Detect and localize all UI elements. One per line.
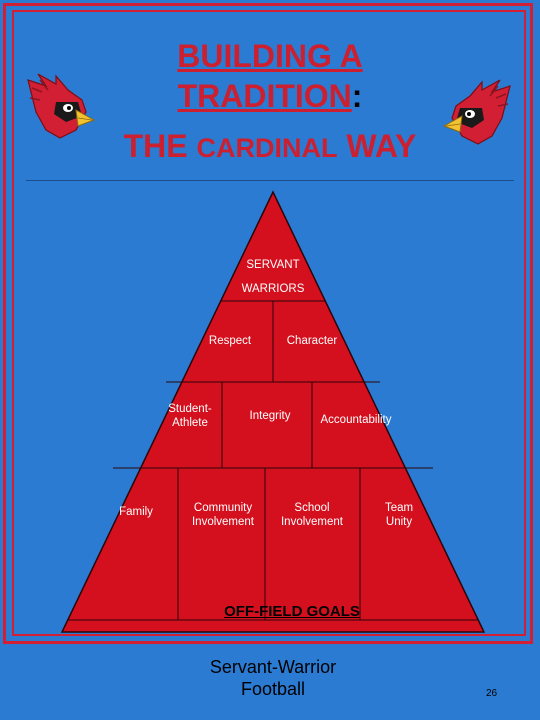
apex-label-servant: SERVANT	[246, 259, 300, 271]
footer-line-1: Servant-Warrior	[209, 657, 337, 677]
pyramid-cell-community-involvement: Community Involvement	[191, 502, 254, 528]
title-line-3: THE CARDINAL WAY	[0, 128, 540, 165]
pyramid-cell-team-unity: Team Unity	[384, 502, 414, 528]
title-colon: :	[351, 78, 363, 114]
pyramid-diagram	[60, 190, 486, 633]
title-line-2: TRADITION:	[0, 78, 540, 115]
title-line-1: BUILDING A	[177, 38, 363, 74]
cardinal-head-icon-left	[27, 73, 96, 139]
pyramid-cell-accountability: Accountability	[320, 414, 392, 426]
title-the: THE	[123, 128, 197, 164]
pyramid-cell-family: Family	[119, 506, 153, 518]
footer-line-2: Football	[240, 679, 306, 699]
off-field-goals-label: OFF-FIELD GOALS	[224, 603, 360, 620]
pyramid-grid-lines	[68, 300, 478, 621]
pyramid-cell-integrity: Integrity	[249, 410, 291, 422]
pyramid-cell-respect: Respect	[208, 335, 252, 347]
outer-border	[3, 3, 533, 644]
title-way: WAY	[337, 128, 417, 164]
slide-number: 26	[486, 688, 498, 699]
title-cardinal: CARDINAL	[196, 133, 338, 163]
title-divider	[26, 180, 514, 181]
title-tradition: TRADITION	[177, 78, 352, 114]
inner-border	[12, 10, 526, 636]
footer-caption: Servant-Warrior Football	[0, 656, 540, 700]
pyramid-cell-character: Character	[286, 335, 338, 347]
apex-label-warriors: WARRIORS	[241, 283, 305, 295]
pyramid-shape	[60, 190, 486, 633]
pyramid-cell-student-athlete: Student- Athlete	[168, 403, 212, 429]
cardinal-head-icon-right	[442, 79, 511, 145]
pyramid-cell-school-involvement: School Involvement	[280, 502, 343, 528]
